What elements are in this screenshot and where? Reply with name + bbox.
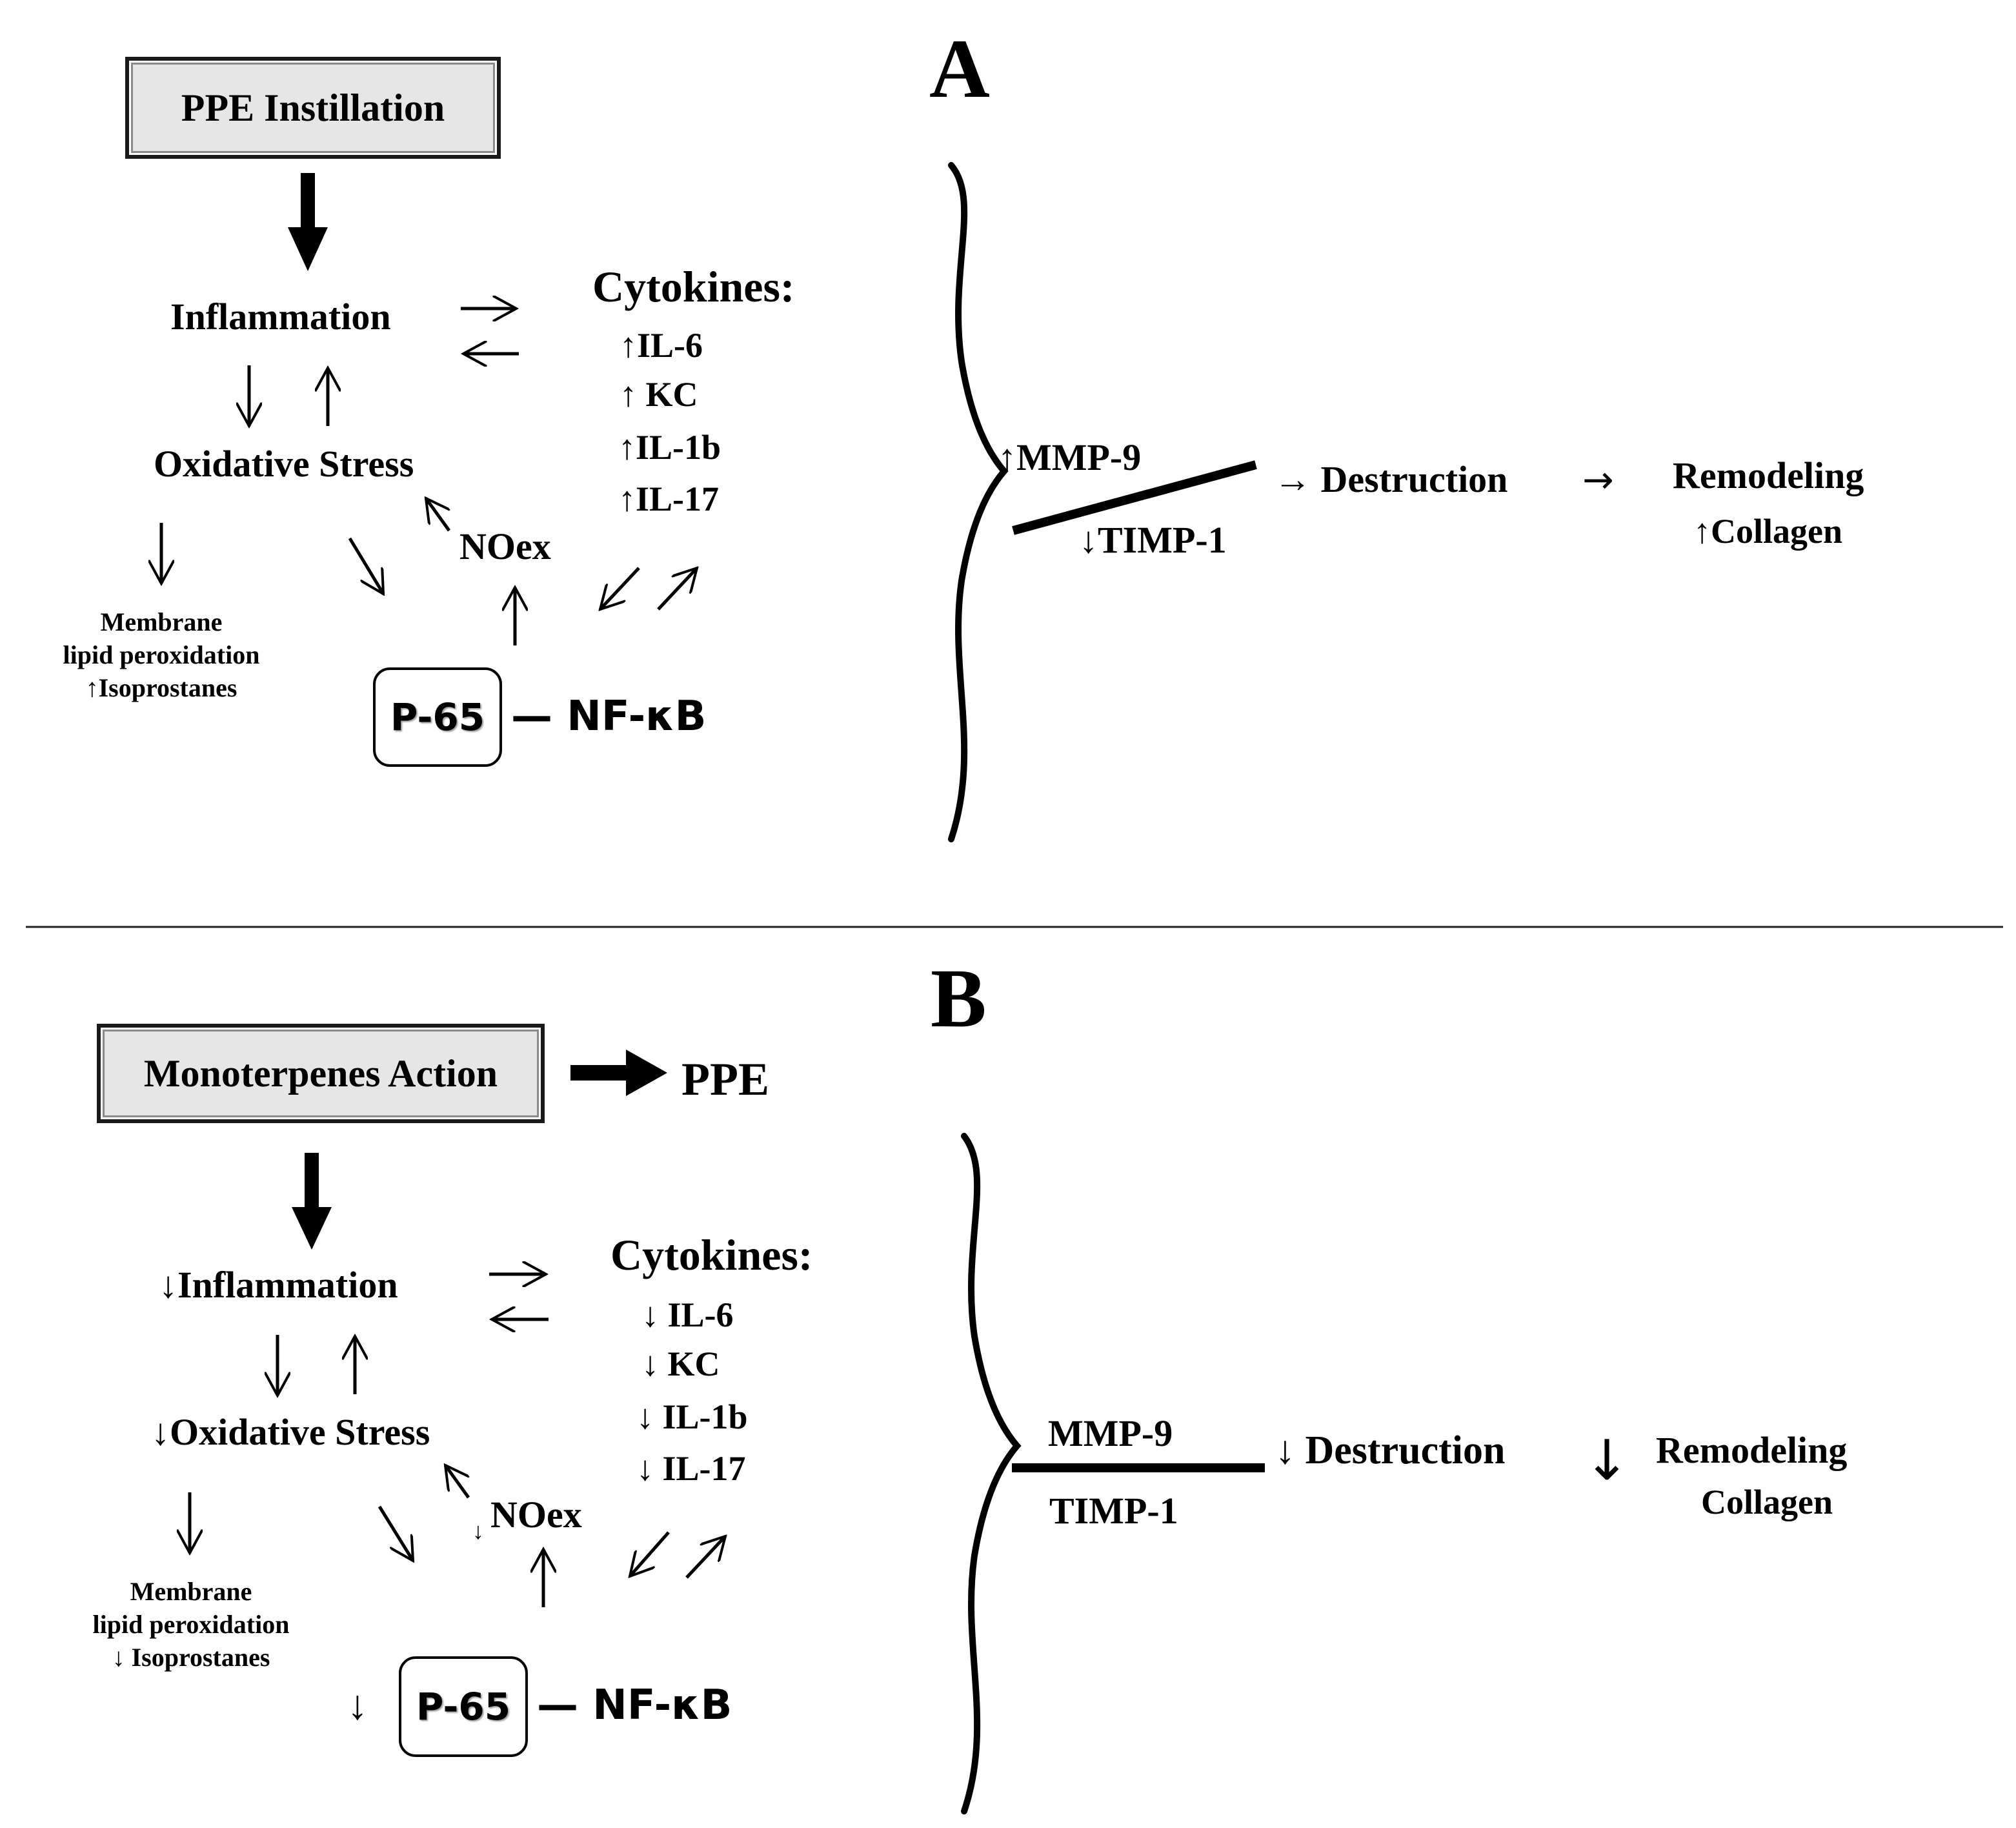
a-mmp9-label: ↑MMP-9	[998, 436, 1142, 478]
b-membrane-line3: ↓ Isoprostanes	[112, 1643, 270, 1672]
a-membrane-text: Membrane lipid peroxidation ↑Isoprostane…	[45, 605, 277, 705]
a-p65-label: P-65	[390, 695, 485, 739]
b-p65-box: P-65	[399, 1656, 528, 1757]
b-noex-label: NOex	[490, 1494, 582, 1536]
a-mmp-timp-balance-line	[1012, 460, 1257, 535]
a-collagen-label: ↑Collagen	[1693, 512, 1843, 551]
b-membrane-line1: Membrane	[130, 1577, 252, 1606]
a-right-brace	[948, 162, 1009, 842]
a-remodeling-label: Remodeling	[1673, 454, 1864, 496]
b-diagonal-arrows	[190, 1465, 725, 1607]
b-nfkb-label: — NF-κB	[537, 1681, 732, 1729]
b-membrane-line2: lipid peroxidation	[92, 1610, 290, 1640]
b-collagen-label: Collagen	[1701, 1483, 1833, 1521]
a-p65-box: P-65	[373, 667, 502, 767]
a-oxidative-stress-label: Oxidative Stress	[154, 443, 414, 485]
a-diagonal-arrows	[161, 498, 697, 645]
b-inflammation-label: ↓Inflammation	[159, 1264, 398, 1306]
monoterpenes-action-box: Monoterpenes Action	[97, 1024, 545, 1123]
a-inflammation-label: Inflammation	[170, 296, 391, 338]
b-remodeling-label: Remodeling	[1656, 1429, 1848, 1471]
b-cytokine-il17: ↓ IL-17	[636, 1449, 746, 1488]
b-thick-down-arrow	[292, 1153, 332, 1250]
b-timp1-label: TIMP-1	[1049, 1490, 1178, 1532]
b-oxidative-stress-label: ↓Oxidative Stress	[151, 1411, 430, 1453]
a-cytokine-kc: ↑ KC	[620, 375, 698, 414]
a-destruction-label: → Destruction	[1274, 458, 1508, 500]
b-vertical-arrows	[277, 1335, 355, 1396]
a-remodel-arrow: →	[1582, 458, 1614, 502]
ppe-instillation-label: PPE Instillation	[181, 86, 445, 129]
a-cytokine-il1b: ↑IL-1b	[618, 428, 721, 467]
b-cytokine-il1b: ↓ IL-1b	[636, 1397, 748, 1436]
b-noex-down-arrow: ↓	[472, 1518, 484, 1544]
a-noex-label: NOex	[459, 525, 551, 567]
b-cytokine-il6: ↓ IL-6	[641, 1295, 734, 1334]
monoterpenes-action-label: Monoterpenes Action	[143, 1051, 498, 1095]
a-vertical-arrows	[249, 365, 328, 426]
a-membrane-line1: Membrane	[100, 607, 223, 636]
b-destruction-label: ↓ Destruction	[1275, 1428, 1506, 1472]
b-mmp9-label: MMP-9	[1048, 1412, 1173, 1454]
b-p65-down-arrow: ↓	[347, 1682, 368, 1728]
a-membrane-line3: ↑Isoprostanes	[85, 673, 237, 703]
a-exchange-arrows	[461, 309, 519, 354]
b-thick-right-arrow	[570, 1050, 667, 1096]
a-timp1-label: ↓TIMP-1	[1079, 519, 1227, 561]
b-ppe-label: PPE	[681, 1053, 769, 1105]
b-cytokines-title: Cytokines:	[610, 1230, 813, 1279]
ppe-instillation-box: PPE Instillation	[125, 57, 501, 159]
b-right-brace	[961, 1133, 1022, 1814]
b-remodel-down-arrow: ↓	[1584, 1428, 1631, 1493]
panel-b-letter: B	[931, 952, 987, 1045]
a-thick-down-arrow	[288, 173, 328, 271]
a-membrane-line2: lipid peroxidation	[63, 640, 260, 670]
a-cytokines-title: Cytokines:	[592, 262, 795, 311]
b-exchange-arrows	[489, 1274, 549, 1319]
b-p65-label: P-65	[416, 1685, 511, 1729]
a-cytokine-il17: ↑IL-17	[618, 480, 720, 518]
b-membrane-text: Membrane lipid peroxidation ↓ Isoprostan…	[72, 1575, 310, 1674]
panel-a-letter: A	[929, 23, 990, 116]
a-nfkb-label: — NF-κB	[511, 693, 707, 740]
a-cytokine-il6: ↑IL-6	[620, 326, 703, 365]
b-cytokine-kc: ↓ KC	[641, 1345, 720, 1383]
